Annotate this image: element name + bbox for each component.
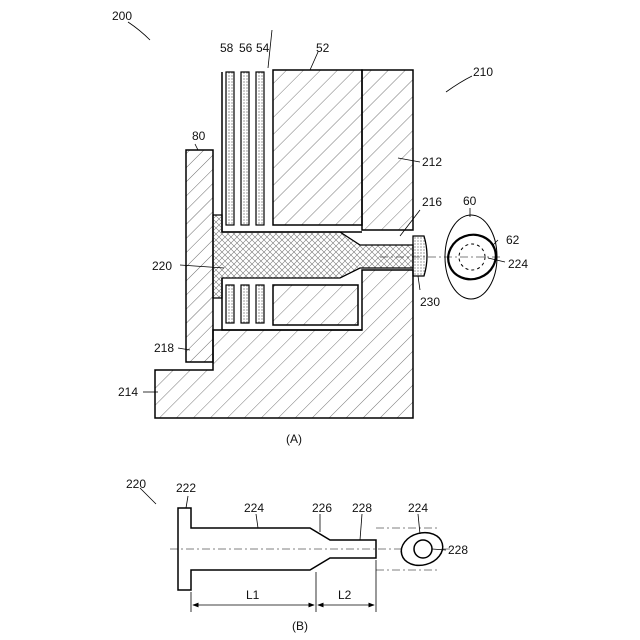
endview-228 bbox=[414, 540, 432, 558]
label-60: 60 bbox=[463, 194, 477, 208]
layer-54 bbox=[256, 72, 264, 225]
layer-58-lower bbox=[226, 285, 234, 323]
label-b-220: 220 bbox=[126, 477, 146, 491]
label-216: 216 bbox=[422, 195, 442, 209]
caption-b: (B) bbox=[292, 619, 308, 633]
plate-80 bbox=[186, 150, 213, 362]
label-b-228-end: 228 bbox=[448, 543, 468, 557]
label-62: 62 bbox=[506, 233, 520, 247]
label-56: 56 bbox=[239, 41, 253, 55]
layer-56-lower bbox=[241, 285, 249, 323]
label-b-224-end: 224 bbox=[408, 501, 428, 515]
figure-b: 220 222 224 226 228 224 228 L1 L2 (B) bbox=[126, 477, 468, 633]
label-b-222: 222 bbox=[176, 481, 196, 495]
label-L1: L1 bbox=[246, 588, 260, 602]
label-b-224: 224 bbox=[244, 501, 264, 515]
label-52: 52 bbox=[316, 41, 330, 55]
label-230: 230 bbox=[420, 295, 440, 309]
label-220: 220 bbox=[152, 259, 172, 273]
label-224: 224 bbox=[508, 257, 528, 271]
housing-212 bbox=[362, 70, 413, 230]
label-b-226: 226 bbox=[312, 501, 332, 515]
figure-a: 200 210 58 56 54 52 80 212 216 60 62 224… bbox=[112, 9, 528, 446]
seal-230 bbox=[413, 236, 427, 276]
label-54: 54 bbox=[256, 41, 270, 55]
label-L2: L2 bbox=[338, 588, 352, 602]
caption-a: (A) bbox=[286, 432, 302, 446]
label-58: 58 bbox=[220, 41, 234, 55]
layer-56 bbox=[241, 72, 249, 225]
label-218: 218 bbox=[154, 341, 174, 355]
label-200: 200 bbox=[112, 9, 132, 23]
layer-54-lower bbox=[256, 285, 264, 323]
label-80: 80 bbox=[192, 129, 206, 143]
label-b-228: 228 bbox=[352, 501, 372, 515]
label-214: 214 bbox=[118, 385, 138, 399]
component-52-lower bbox=[273, 285, 358, 325]
component-52 bbox=[273, 70, 362, 225]
layer-58 bbox=[226, 72, 234, 225]
label-210: 210 bbox=[473, 65, 493, 79]
label-212: 212 bbox=[422, 155, 442, 169]
